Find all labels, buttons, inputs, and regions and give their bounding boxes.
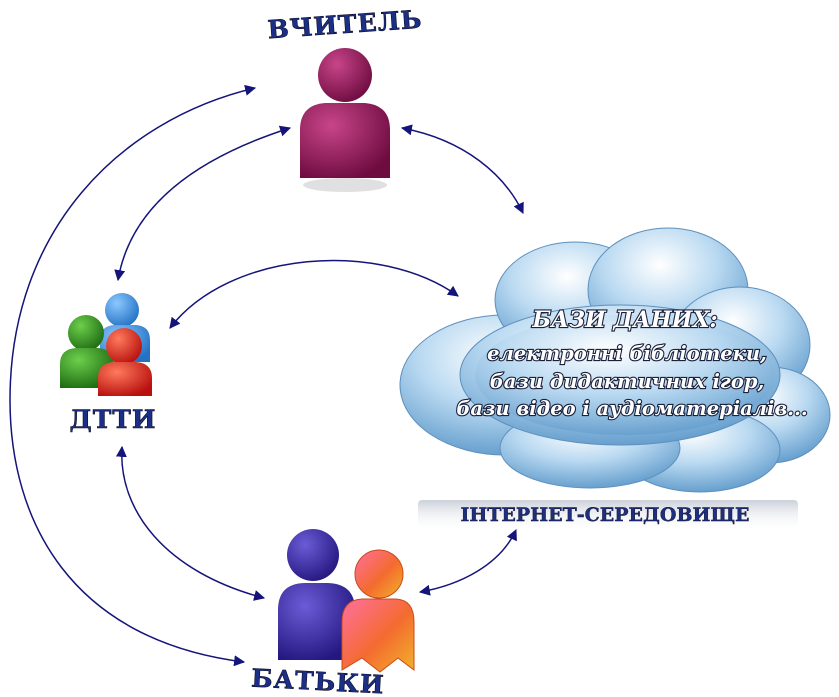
cloud-heading: БАЗИ ДАНИХ: — [531, 307, 717, 333]
arrow-children-cloud — [169, 259, 459, 329]
connectors — [9, 84, 524, 667]
cloud-line-media: бази відео і аудіоматеріалів... — [456, 397, 807, 420]
parents-label: БАТЬКИ — [251, 664, 386, 697]
teacher-node: ВЧИТЕЛЬ — [266, 4, 424, 192]
children-label: ДТТИ — [69, 405, 156, 434]
arrow-children-parents — [115, 445, 266, 601]
teacher-icon — [300, 48, 390, 192]
cloud-line-games: бази дидактичних ігор, — [490, 370, 765, 393]
internet-environment-label: ІНТЕРНЕТ-СЕРЕДОВИЩЕ — [460, 504, 749, 526]
internet-label-group: ІНТЕРНЕТ-СЕРЕДОВИЩЕ — [418, 500, 798, 532]
children-node: ДТТИ — [60, 293, 156, 434]
arrow-teacher-children — [114, 125, 292, 282]
arrow-teacher-cloud — [400, 124, 524, 214]
arrow-parents-internet — [418, 528, 517, 596]
children-icon — [60, 293, 152, 396]
parents-node: БАТЬКИ — [250, 529, 415, 697]
teacher-label: ВЧИТЕЛЬ — [267, 5, 424, 45]
parents-icon — [278, 529, 415, 673]
cloud-line-libraries: електронні бібліотеки, — [487, 342, 767, 365]
database-cloud: БАЗИ ДАНИХ: електронні бібліотеки, бази … — [399, 227, 831, 493]
label-shadow — [418, 500, 798, 532]
